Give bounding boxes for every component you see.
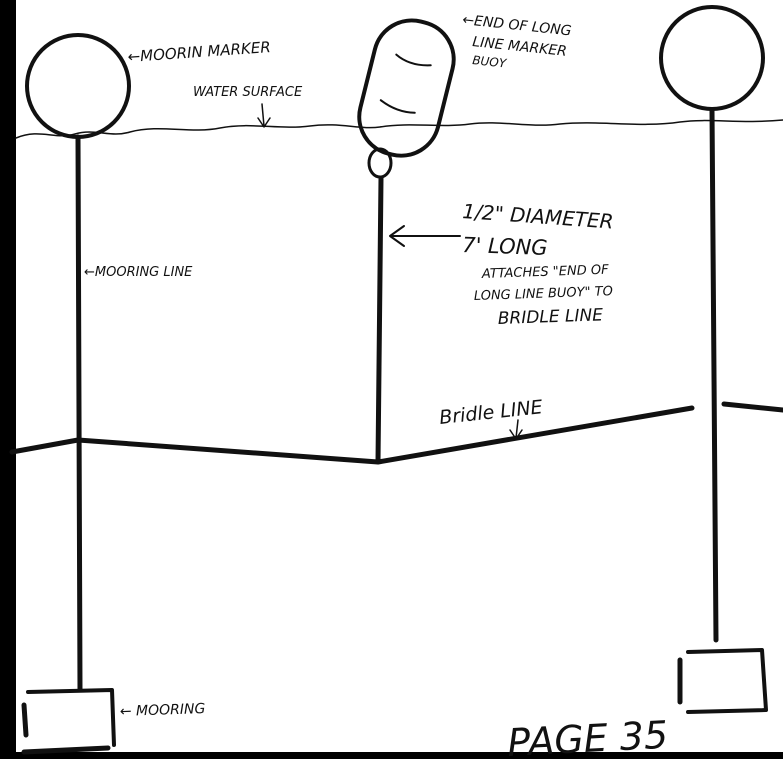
right-mooring-block xyxy=(686,648,768,714)
label-water-surface: WATER SURFACE xyxy=(193,85,303,100)
diameter-pointer-arrow xyxy=(389,225,461,247)
end-of-long-line-buoy xyxy=(357,18,456,158)
water-surface-line xyxy=(15,119,783,139)
label-attaches-line3: BRIDLE LINE xyxy=(497,305,603,329)
label-mooring-marker: ←MOORIN MARKER xyxy=(127,38,271,66)
bridle-line xyxy=(9,405,695,465)
label-mooring: ← MOORING xyxy=(120,701,206,720)
bridle-pointer-arrow xyxy=(509,419,523,440)
buoy-connecting-line xyxy=(375,175,384,465)
buoy-attachment-loop xyxy=(367,147,393,179)
bridle-line-right-segment xyxy=(721,401,783,413)
left-frame-border xyxy=(0,0,16,759)
left-mooring-block-bottom xyxy=(21,745,111,755)
left-mooring-block xyxy=(26,688,116,747)
label-attaches-line2: LONG LINE BUOY" TO xyxy=(474,284,613,304)
label-diameter: 1/2" DIAMETER xyxy=(462,199,615,234)
left-mooring-block-side xyxy=(21,702,29,738)
label-page-number: PAGE 35 xyxy=(506,713,669,759)
right-mooring-line xyxy=(709,107,719,643)
right-mooring-marker-buoy xyxy=(659,5,765,111)
label-length: 7' LONG xyxy=(462,233,548,260)
left-mooring-marker-buoy xyxy=(25,33,131,139)
label-end-buoy-line3: BUOY xyxy=(472,53,509,71)
bottom-frame-border xyxy=(0,752,783,759)
label-attaches-line1: ATTACHES "END OF xyxy=(481,263,610,282)
label-bridle-line: Bridle LINE xyxy=(438,396,543,429)
water-surface-arrow xyxy=(257,103,271,128)
left-mooring-line xyxy=(75,134,83,693)
label-mooring-line: ←MOORING LINE xyxy=(84,265,193,280)
